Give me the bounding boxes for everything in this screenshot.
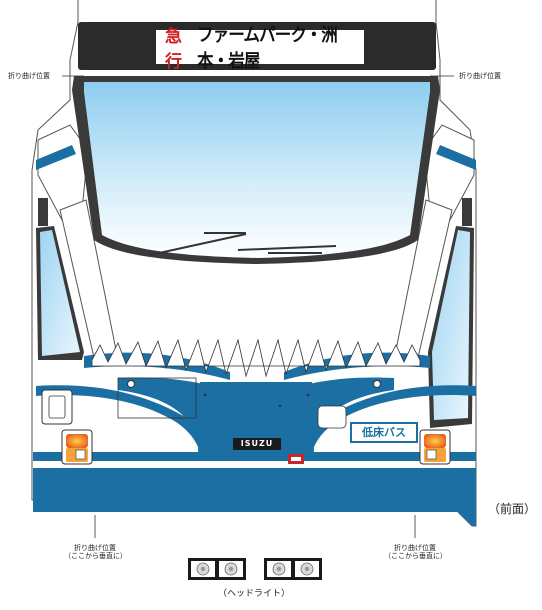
brand-badge: ISUZU bbox=[233, 438, 281, 450]
left-marker-inner bbox=[48, 395, 66, 419]
low-floor-label: 低床バス bbox=[350, 422, 418, 443]
dashboard-edge bbox=[91, 338, 421, 378]
wiper-pivot-left bbox=[127, 380, 135, 388]
headlight-label: （ヘッドライト） bbox=[218, 589, 291, 599]
windshield bbox=[72, 76, 440, 264]
fold-label-top-right: 折り曲げ位置 bbox=[459, 72, 501, 80]
headlight-strip-right bbox=[264, 558, 322, 580]
right-pillar bbox=[393, 124, 476, 363]
wipers bbox=[149, 232, 337, 256]
right-combination-lamp bbox=[419, 429, 451, 465]
front-hatch bbox=[117, 377, 197, 419]
left-side-window bbox=[36, 198, 84, 360]
fold-label-bottom-right: 折り曲げ位置 （ここから垂直に） bbox=[384, 544, 447, 560]
right-side-window bbox=[428, 198, 474, 428]
fold-label-bottom-left: 折り曲げ位置 （ここから垂直に） bbox=[64, 544, 127, 560]
fold-label-top-left: 折り曲げ位置 bbox=[8, 72, 50, 80]
destination-type-label: 急行 bbox=[165, 27, 183, 72]
company-logo-mark bbox=[291, 457, 301, 461]
fold-label-bottom-right-line1: 折り曲げ位置 bbox=[394, 544, 436, 552]
small-bolt bbox=[306, 393, 310, 397]
view-label: （前面） bbox=[488, 502, 537, 516]
fold-lines bbox=[62, 75, 454, 538]
left-combination-lamp bbox=[61, 429, 93, 465]
headlight-strip-left bbox=[188, 558, 246, 580]
fold-label-bottom-left-line2: （ここから垂直に） bbox=[64, 552, 127, 560]
fold-label-bottom-left-line1: 折り曲げ位置 bbox=[74, 544, 116, 552]
destination-text: ファームパーク・洲本・岩屋 bbox=[197, 25, 338, 72]
fold-label-bottom-right-line2: （ここから垂直に） bbox=[384, 552, 447, 560]
fuel-cap-panel bbox=[317, 405, 347, 429]
small-bolt bbox=[278, 404, 282, 408]
wiper-pivot-right bbox=[373, 380, 381, 388]
destination-sign: 急行 ファームパーク・洲本・岩屋 bbox=[156, 25, 364, 72]
small-bolt bbox=[203, 393, 207, 397]
